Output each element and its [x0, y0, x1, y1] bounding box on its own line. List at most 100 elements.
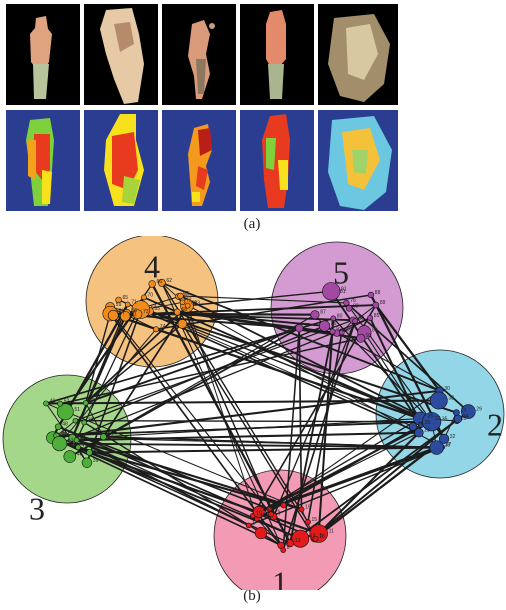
node-74 [153, 326, 160, 333]
node-65 [115, 296, 122, 304]
graph-edge-120 [57, 420, 76, 436]
node-15 [305, 519, 311, 525]
graph-edge-51 [57, 420, 432, 437]
node-82 [345, 305, 353, 312]
node-71 [124, 301, 131, 308]
cluster-label-5: 5 [333, 254, 349, 290]
node-id-66: 66 [157, 279, 163, 285]
node-51 [56, 403, 74, 421]
node-id-14: 14 [273, 504, 279, 510]
graph-edge-132 [341, 317, 371, 333]
node-id-13: 13 [295, 538, 301, 544]
node-id-3: 3 [286, 540, 289, 546]
node-id-87: 87 [320, 310, 326, 316]
node-62 [157, 278, 166, 287]
node-id-49: 49 [94, 448, 100, 454]
node-58 [177, 319, 188, 329]
node-id-5: 5 [320, 533, 323, 539]
node-id-30: 30 [444, 386, 450, 392]
node-id-72: 72 [186, 297, 192, 303]
node-id-31: 31 [461, 416, 467, 422]
node-id-62: 62 [166, 278, 172, 284]
graph-edge-88 [45, 327, 300, 405]
node-id-76: 76 [350, 298, 356, 304]
node-46 [63, 450, 77, 463]
node-id-78: 78 [357, 315, 363, 321]
segmentation-map-1 [6, 110, 80, 211]
segmentation-map-5 [318, 110, 398, 211]
node-id-63: 63 [195, 301, 201, 307]
node-48 [54, 423, 62, 431]
graph-edge-38 [307, 332, 343, 523]
node-id-16: 16 [260, 514, 266, 520]
node-id-91: 91 [341, 286, 347, 292]
node-id-53: 53 [68, 439, 74, 445]
node-17 [280, 502, 287, 509]
graph-edge-122 [109, 306, 157, 330]
rgb-frame-2 [84, 4, 158, 105]
node-67 [107, 310, 119, 321]
graph-edge-83 [86, 309, 142, 464]
node-14 [266, 506, 273, 512]
graph-edge-70 [369, 317, 422, 426]
graph-edge-8 [258, 446, 438, 513]
node-id-29: 29 [476, 407, 482, 413]
graph-edge-47 [89, 446, 437, 454]
node-id-35: 35 [442, 417, 448, 423]
node-id-47: 47 [82, 442, 88, 448]
node-id-71: 71 [131, 300, 137, 306]
node-id-43: 43 [89, 398, 95, 404]
node-1 [245, 522, 252, 529]
node-77 [295, 324, 304, 333]
node-id-39: 39 [93, 458, 99, 464]
node-85 [367, 314, 374, 321]
cluster-label-2: 2 [487, 406, 503, 442]
node-13 [286, 539, 295, 548]
graph-edge-92 [69, 314, 316, 458]
node-id-89: 89 [380, 300, 386, 306]
node-35 [422, 412, 442, 432]
node-id-10: 10 [256, 511, 262, 517]
node-70 [141, 294, 147, 301]
node-id-57: 57 [183, 292, 189, 298]
node-88 [367, 291, 375, 299]
node-id-38: 38 [88, 418, 94, 424]
graph-edge-11 [248, 446, 443, 527]
graph-edge-81 [102, 305, 189, 438]
node-53 [51, 435, 68, 452]
node-12 [291, 529, 310, 548]
node-75 [177, 292, 184, 300]
node-id-17: 17 [287, 500, 293, 506]
node-61 [120, 311, 131, 322]
node-id-65: 65 [123, 295, 129, 301]
caption-a: (a) [243, 216, 261, 232]
node-66 [148, 280, 156, 288]
node-id-33: 33 [448, 396, 454, 402]
node-40 [43, 400, 49, 407]
graph-edge-63 [149, 310, 414, 428]
graph-edge-71 [374, 304, 441, 392]
cluster-label-1: 1 [272, 564, 288, 590]
segmentation-map-3 [162, 110, 236, 211]
node-52 [57, 400, 63, 407]
graph-edge-100 [180, 295, 347, 304]
graph-edge-50 [59, 442, 443, 449]
node-id-64: 64 [151, 305, 157, 311]
node-id-60: 60 [119, 309, 125, 315]
graph-edge-62 [182, 323, 432, 422]
node-id-90: 90 [359, 316, 365, 322]
graph-edge-7 [252, 420, 433, 517]
node-39 [81, 457, 93, 468]
node-id-74: 74 [160, 324, 166, 330]
node-id-46: 46 [77, 452, 83, 458]
graph-edge-53 [161, 281, 440, 392]
node-6 [254, 526, 268, 540]
node-id-11: 11 [329, 529, 334, 535]
graph-edge-35 [289, 331, 334, 544]
node-76 [343, 299, 350, 307]
node-id-15: 15 [312, 517, 318, 523]
node-id-23: 23 [424, 428, 430, 434]
node-69 [184, 302, 191, 309]
node-73 [132, 309, 143, 319]
